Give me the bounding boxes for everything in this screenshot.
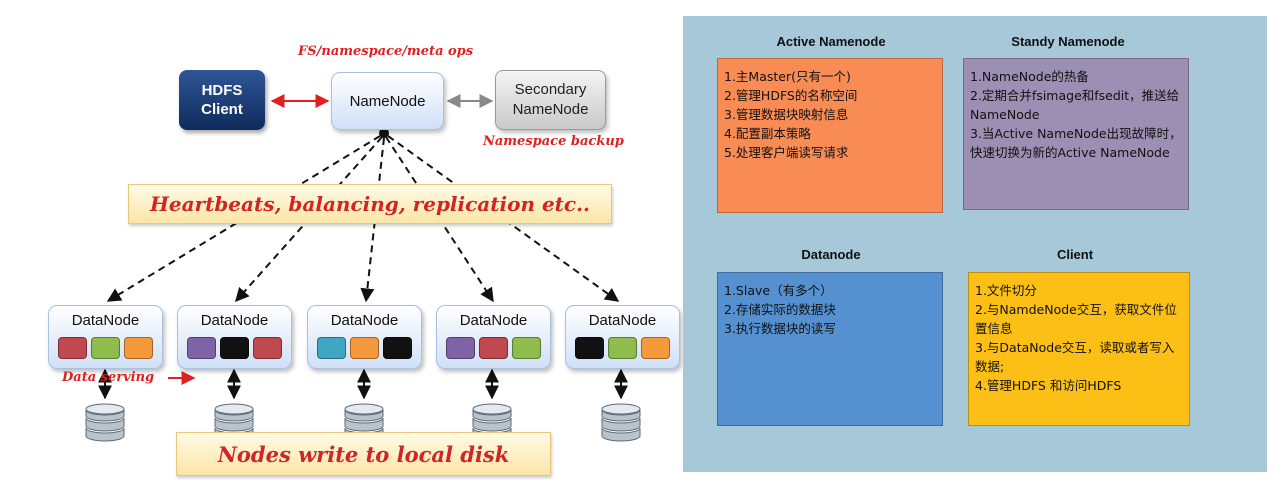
data-block [124, 337, 153, 359]
data-block [220, 337, 249, 359]
data-block [479, 337, 508, 359]
data-block [253, 337, 282, 359]
card-item: 3.管理数据块映射信息 [724, 107, 849, 122]
heartbeats-banner: Heartbeats, balancing, replication etc.. [128, 184, 612, 224]
roles-panel: Active Namenode 1.主Master(只有一个) 2.管理HDFS… [683, 16, 1267, 472]
active-namenode-title: Active Namenode [776, 34, 886, 49]
datanode-label: DataNode [588, 312, 657, 329]
data-block [575, 337, 604, 359]
data-block [608, 337, 637, 359]
namenode-hub-dot [379, 128, 389, 138]
card-item: 4.管理HDFS 和访问HDFS [975, 378, 1122, 393]
namenode-label: NameNode [349, 92, 426, 110]
write-local-banner: Nodes write to local disk [176, 432, 551, 476]
data-block [383, 337, 412, 359]
nn-dn3-line [360, 137, 385, 303]
ops-label: FS/namespace/meta ops [298, 44, 474, 59]
client-title: Client [1056, 247, 1094, 262]
hdfs-client-box: HDFS Client [179, 70, 265, 130]
active-namenode-card: 1.主Master(只有一个) 2.管理HDFS的名称空间 3.管理数据块映射信… [717, 58, 943, 213]
client-card: 1.文件切分 2.与NamdeNode交互，获取文件位置信息 3.与DataNo… [968, 272, 1190, 426]
datanode-label: DataNode [330, 312, 399, 329]
data-block [350, 337, 379, 359]
data-block [446, 337, 475, 359]
disk-icon [601, 403, 641, 442]
heartbeats-label: Heartbeats, balancing, replication etc.. [149, 192, 591, 216]
card-item: 2.存储实际的数据块 [724, 302, 836, 317]
disk-icon [85, 403, 125, 442]
datanode-box: DataNode [307, 305, 422, 369]
datanode-label: DataNode [200, 312, 269, 329]
secondary-namenode-label: Secondary NameNode [512, 81, 589, 118]
card-item: 3.与DataNode交互，读取或者写入数据; [975, 340, 1175, 374]
data-block [91, 337, 120, 359]
data-block [317, 337, 346, 359]
standby-namenode-card: 1.NameNode的热备 2.定期合并fsimage和fsedit，推送给Na… [963, 58, 1189, 210]
data-serving-label: Data serving [62, 370, 155, 385]
datanode-card: 1.Slave（有多个） 2.存储实际的数据块 3.执行数据块的读写 [717, 272, 943, 426]
card-item: 1.Slave（有多个） [724, 283, 833, 298]
card-item: 4.配置副本策略 [724, 126, 811, 141]
standby-namenode-title: Standy Namenode [1011, 34, 1125, 49]
card-item: 1.NameNode的热备 [970, 69, 1089, 84]
namespace-backup-label: Namespace backup [483, 134, 624, 149]
card-item: 2.定期合并fsimage和fsedit，推送给NameNode [970, 88, 1180, 122]
card-item: 1.主Master(只有一个) [724, 69, 851, 84]
data-block [641, 337, 670, 359]
card-item: 5.处理客户端读写请求 [724, 145, 849, 160]
secondary-namenode-box: Secondary NameNode [495, 70, 606, 130]
card-item: 3.当Active NameNode出现故障时，快速切换为新的Active Na… [970, 126, 1182, 160]
datanode-label: DataNode [459, 312, 528, 329]
datanode-box: DataNode [565, 305, 680, 369]
datanode-label: DataNode [71, 312, 140, 329]
hdfs-architecture-diagram: FS/namespace/meta ops HDFS Client NameNo… [48, 44, 680, 476]
namenode-box: NameNode [331, 72, 444, 130]
card-item: 2.管理HDFS的名称空间 [724, 88, 858, 103]
card-item: 1.文件切分 [975, 283, 1037, 298]
datanode-box: DataNode [436, 305, 551, 369]
data-block [187, 337, 216, 359]
datanode-box: DataNode [177, 305, 292, 369]
card-item: 3.执行数据块的读写 [724, 321, 836, 336]
write-local-label: Nodes write to local disk [217, 441, 510, 467]
data-block [58, 337, 87, 359]
datanode-box: DataNode [48, 305, 163, 369]
data-block [512, 337, 541, 359]
card-item: 2.与NamdeNode交互，获取文件位置信息 [975, 302, 1177, 336]
hdfs-client-label: HDFS Client [201, 82, 243, 118]
datanode-title: Datanode [801, 247, 861, 262]
